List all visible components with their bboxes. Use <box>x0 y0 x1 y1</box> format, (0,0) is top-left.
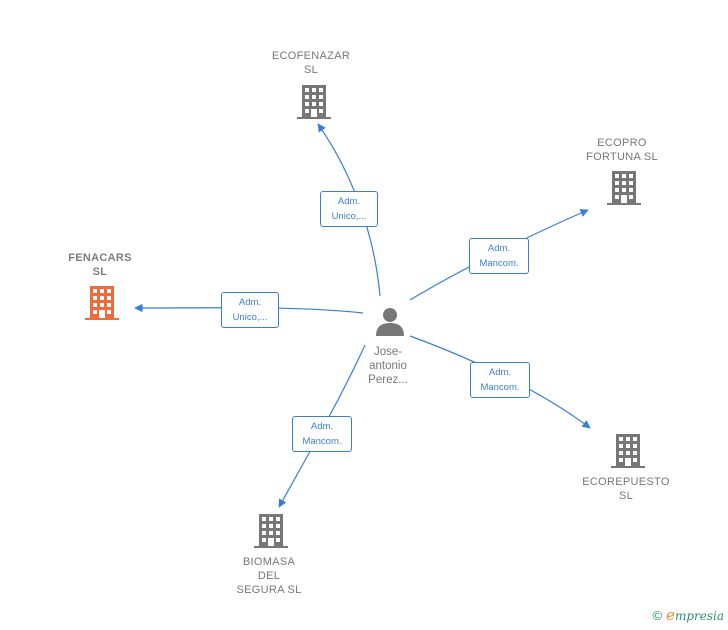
company-label-fenacars[interactable]: FENACARS SL <box>68 252 132 278</box>
relation-role: Adm. <box>487 243 511 254</box>
relation-role: Adm. <box>238 297 262 308</box>
company-label-ecopro[interactable]: ECOPRO FORTUNA SL <box>586 137 658 163</box>
copyright-icon: © <box>652 607 663 623</box>
company-label-ecorepuesto[interactable]: ECOREPUESTO SL <box>582 476 670 502</box>
brand-initial: e <box>666 606 675 624</box>
building-icon[interactable] <box>611 433 645 469</box>
company-label-ecofenazar[interactable]: ECOFENAZAR SL <box>271 50 351 76</box>
relation-box-ecorepuesto: Adm. Mancom. <box>470 362 530 398</box>
relation-detail: Mancom. <box>479 258 519 269</box>
relation-detail: Unico,... <box>331 211 367 222</box>
building-icon-highlighted[interactable] <box>85 285 119 321</box>
brand-name: mpresia <box>674 609 724 623</box>
relation-role: Adm. <box>337 196 361 207</box>
building-icon[interactable] <box>254 513 288 549</box>
footer-brand: © empresia <box>652 606 724 624</box>
building-icon[interactable] <box>607 170 641 206</box>
relation-box-fenacars: Adm. Unico,... <box>221 292 279 328</box>
relation-box-biomasa: Adm. Mancom. <box>292 416 352 452</box>
brand-logo[interactable]: empresia <box>666 606 724 624</box>
relation-role: Adm. <box>488 367 512 378</box>
relation-detail: Unico,... <box>232 312 268 323</box>
relation-detail: Mancom. <box>480 382 520 393</box>
building-icon[interactable] <box>297 84 331 120</box>
relation-role: Adm. <box>310 421 334 432</box>
person-icon[interactable] <box>376 308 404 336</box>
relation-box-ecofenazar: Adm. Unico,... <box>320 191 378 227</box>
company-label-biomasa[interactable]: BIOMASA DEL SEGURA SL <box>236 556 302 596</box>
person-name[interactable]: Jose- antonio Perez... <box>368 346 408 386</box>
relation-box-ecopro: Adm. Mancom. <box>469 238 529 274</box>
relation-detail: Mancom. <box>302 436 342 447</box>
